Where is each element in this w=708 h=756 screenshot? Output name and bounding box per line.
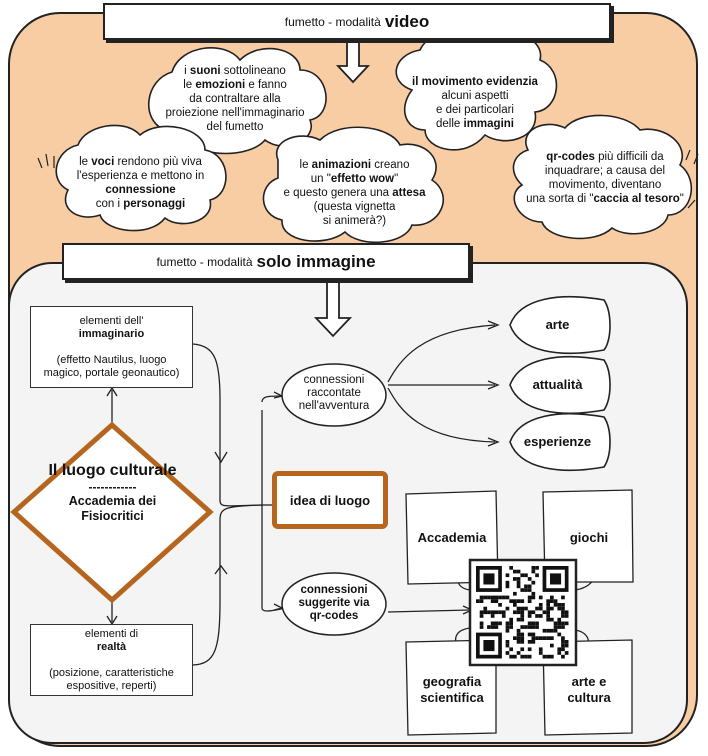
bubble-voci [55, 124, 227, 232]
luogo-culturale-label: Il luogo culturale ------------ Accademi… [40, 462, 185, 524]
immaginario-box: elementi dell'immaginario(effetto Nautil… [30, 306, 193, 388]
petal-arte-label: arte [545, 317, 570, 332]
bubble-qrcodes [512, 114, 693, 240]
card-geografia-label: geografia scientifica [420, 674, 484, 705]
connessioni-suggerite-label: connessioni suggerite via qr-codes [298, 584, 370, 622]
image-mode-title: fumetto - modalità solo immagine [62, 243, 470, 280]
connessioni-raccontate-label: connessioni raccontate nell'avventura [298, 374, 370, 412]
idea-di-luogo-label: idea di luogo [289, 492, 371, 508]
image-title-prefix: fumetto - modalità [156, 254, 253, 269]
petal-attualita [509, 355, 611, 415]
bubble-movimento [395, 28, 558, 151]
card-giochi-label: giochi [569, 530, 609, 545]
petal-esperienze-label: esperienze [523, 434, 592, 449]
image-title-bold: solo immagine [256, 251, 376, 271]
realta-box: elementi di realtà(posizione, caratteris… [30, 624, 193, 696]
petal-esperienze [509, 412, 611, 472]
connessioni-raccontate-ellipse [281, 363, 387, 427]
connessioni-suggerite-ellipse [281, 572, 387, 636]
bubble-animazioni [262, 126, 444, 244]
petal-arte [509, 295, 611, 355]
petal-attualita-label: attualità [532, 377, 583, 392]
qr-code-icon [476, 566, 569, 659]
idea-di-luogo-box: idea di luogo [272, 471, 388, 529]
down-arrow-icon-2 [313, 281, 353, 338]
card-arte-cultura-label: arte e cultura [567, 674, 611, 705]
diamond-separator: ------------ [88, 480, 137, 494]
video-title-prefix: fumetto - modalità [284, 14, 381, 29]
diamond-title: Il luogo culturale [48, 462, 177, 479]
down-arrow-icon [335, 39, 371, 84]
card-accademia-label: Accademia [417, 530, 487, 545]
video-title-bold: video [384, 11, 430, 31]
diamond-subtitle: Accademia dei Fisiocritici [68, 494, 157, 523]
luogo-culturale-diamond [10, 421, 214, 604]
video-mode-title: fumetto - modalità video [103, 3, 611, 40]
